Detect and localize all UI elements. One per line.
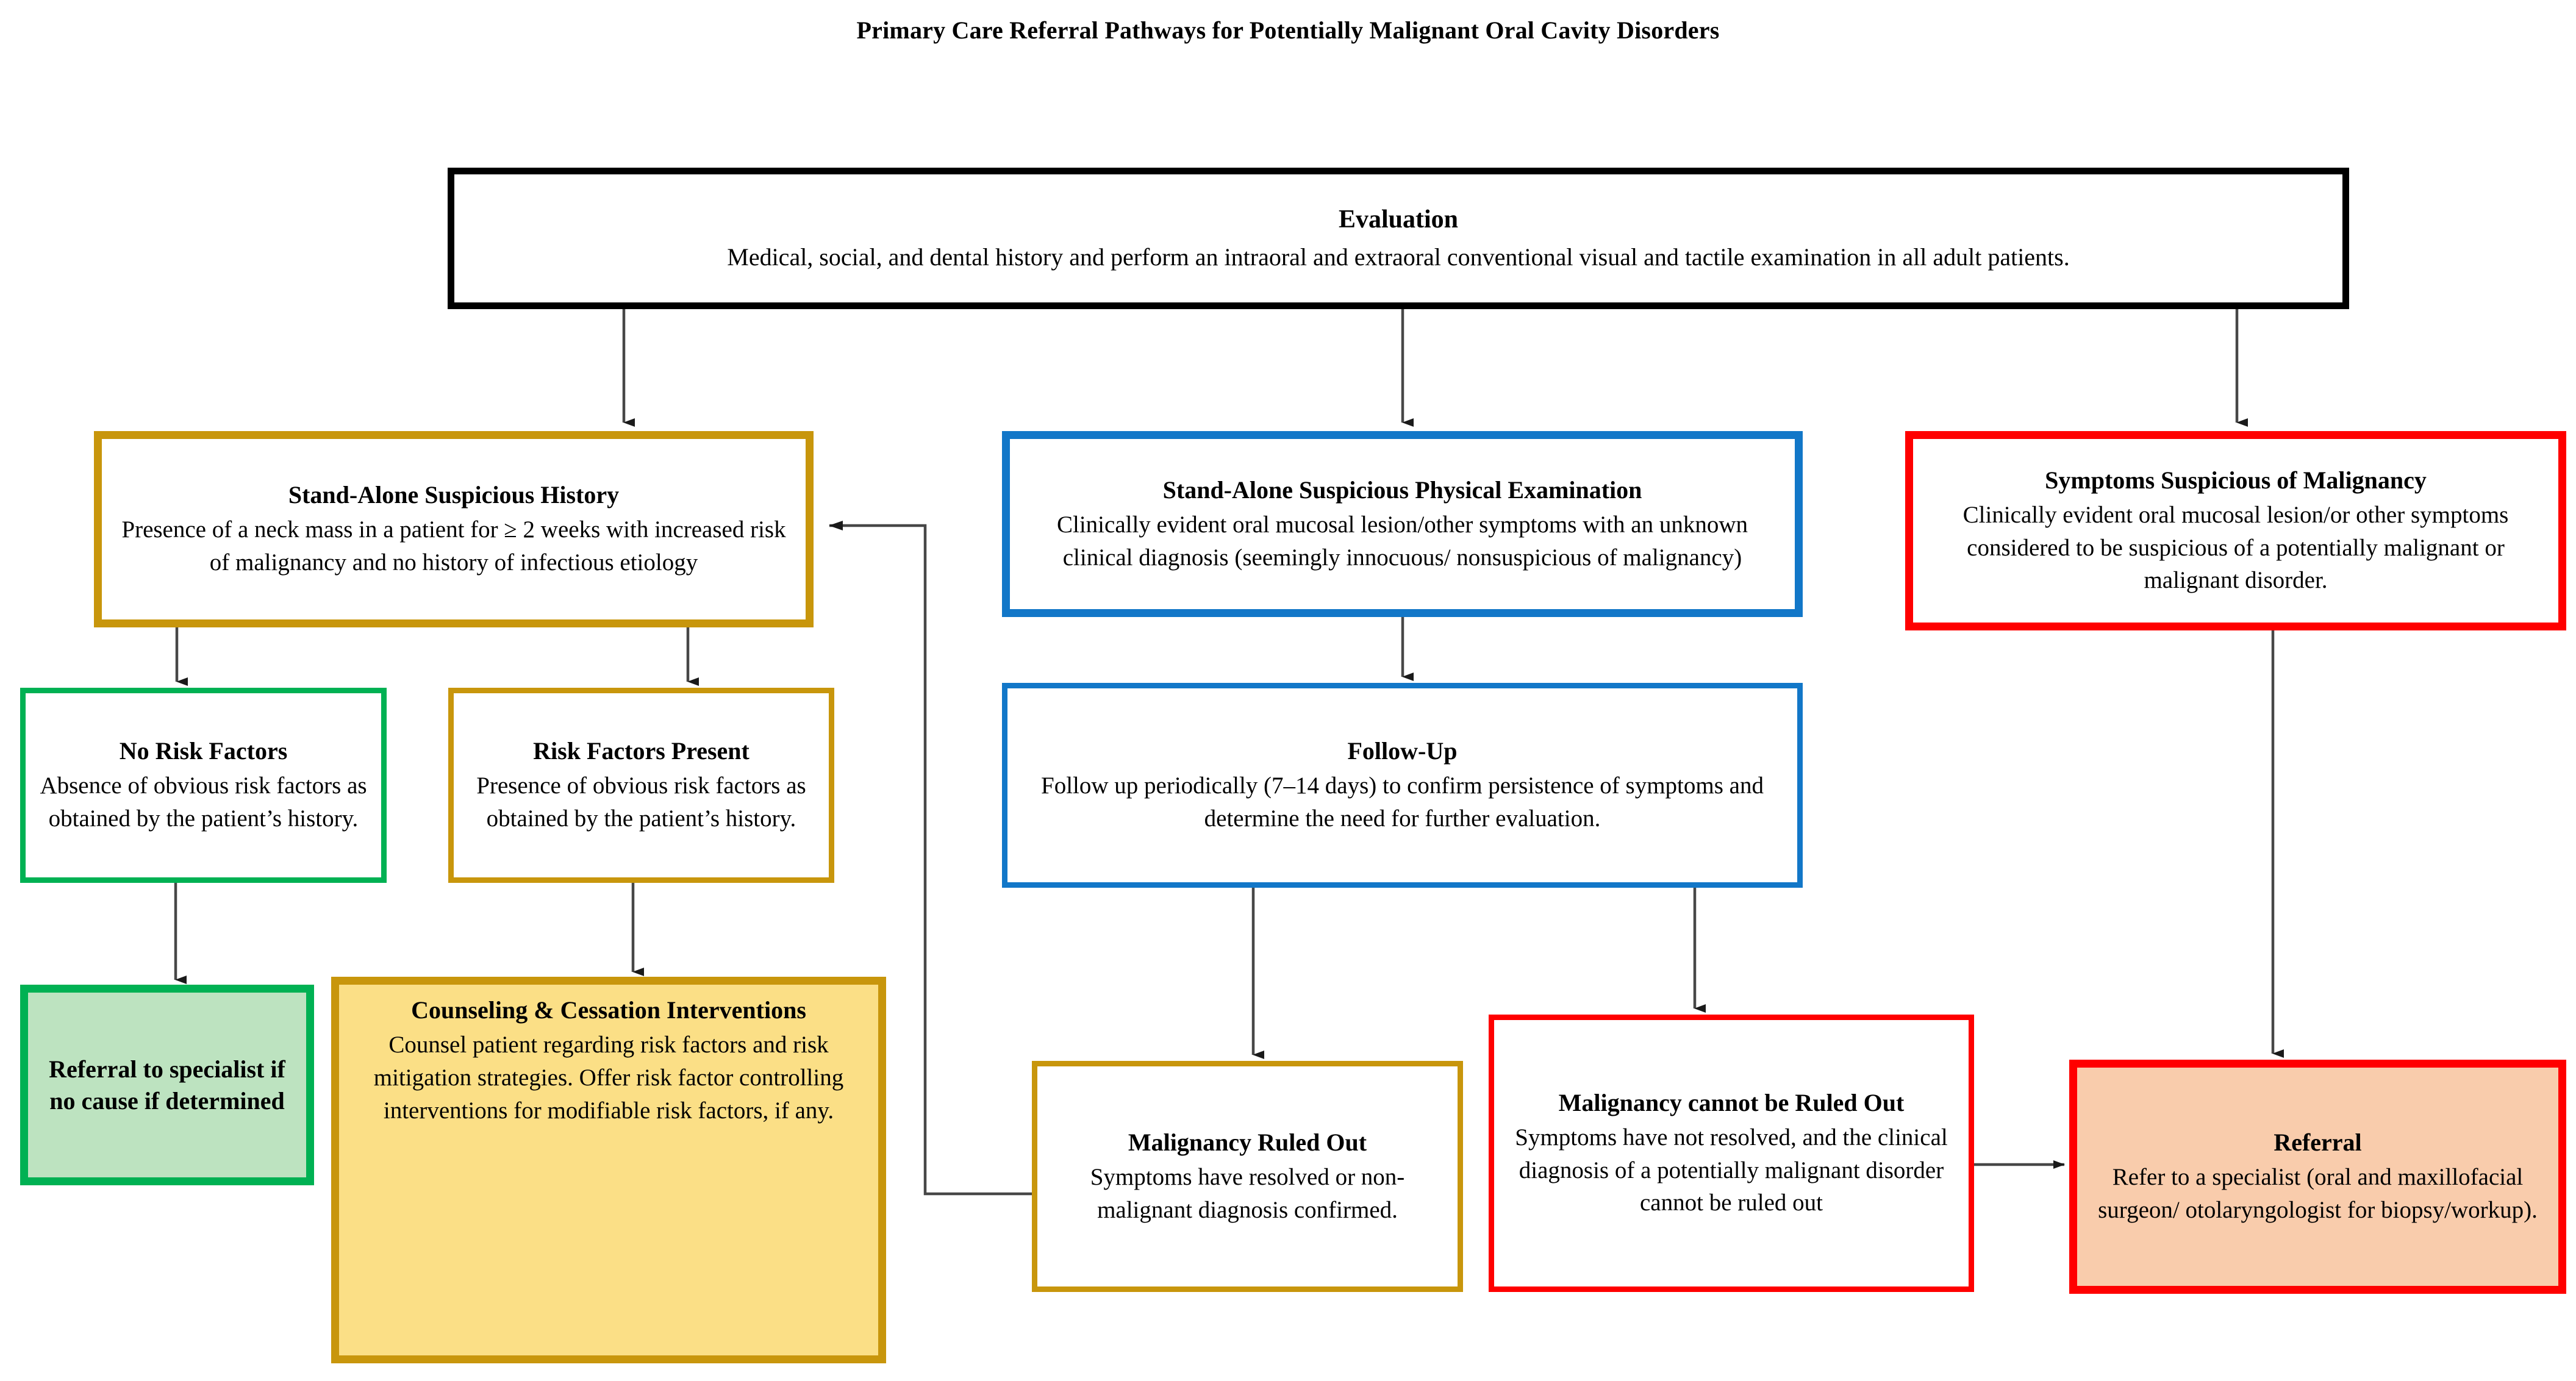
- node-history-title: Stand-Alone Suspicious History: [288, 481, 620, 509]
- node-symptoms-suspicious-of-malignancy[interactable]: Symptoms Suspicious of Malignancy Clinic…: [1905, 431, 2566, 630]
- node-malignancy-ruled-out[interactable]: Malignancy Ruled Out Symptoms have resol…: [1032, 1061, 1463, 1292]
- node-follow-up-body: Follow up periodically (7–14 days) to co…: [1041, 773, 1764, 832]
- node-evaluation-body: Medical, social, and dental history and …: [727, 243, 2070, 271]
- node-risk-factors-present-title: Risk Factors Present: [533, 737, 750, 765]
- node-counseling-and-cessation-interventions[interactable]: Counseling & Cessation Interventions Cou…: [331, 977, 886, 1363]
- node-physexam-title: Stand-Alone Suspicious Physical Examinat…: [1162, 476, 1642, 504]
- node-malignancy-cannot-be-ruled-out-body: Symptoms have not resolved, and the clin…: [1515, 1124, 1948, 1216]
- node-stand-alone-suspicious-history[interactable]: Stand-Alone Suspicious History Presence …: [94, 431, 814, 627]
- node-evaluation-title: Evaluation: [1338, 205, 1459, 234]
- node-referral-body: Refer to a specialist (oral and maxillof…: [2098, 1164, 2538, 1223]
- node-risk-factors-present-body: Presence of obvious risk factors as obta…: [476, 773, 806, 832]
- node-no-risk-factors-title: No Risk Factors: [119, 737, 288, 765]
- node-history-body: Presence of a neck mass in a patient for…: [121, 516, 786, 576]
- node-malignancy-cannot-be-ruled-out[interactable]: Malignancy cannot be Ruled Out Symptoms …: [1489, 1015, 1974, 1292]
- node-follow-up[interactable]: Follow-Up Follow up periodically (7–14 d…: [1002, 683, 1803, 888]
- node-symptoms-body: Clinically evident oral mucosal lesion/o…: [1962, 501, 2509, 594]
- node-referral-title: Referral: [2274, 1129, 2362, 1157]
- node-stand-alone-suspicious-physical-examination[interactable]: Stand-Alone Suspicious Physical Examinat…: [1002, 431, 1803, 617]
- node-risk-factors-present[interactable]: Risk Factors Present Presence of obvious…: [448, 688, 834, 883]
- node-malignancy-ruled-out-body: Symptoms have resolved or non-malignant …: [1090, 1163, 1405, 1223]
- node-physexam-body: Clinically evident oral mucosal lesion/o…: [1057, 511, 1748, 571]
- node-referral[interactable]: Referral Refer to a specialist (oral and…: [2069, 1060, 2566, 1294]
- node-malignancy-cannot-be-ruled-out-title: Malignancy cannot be Ruled Out: [1558, 1088, 1905, 1116]
- node-referral-no-cause-title: Referral to specialist if no cause if de…: [49, 1055, 285, 1115]
- node-counseling-body: Counsel patient regarding risk factors a…: [373, 1032, 844, 1124]
- page-title: Primary Care Referral Pathways for Poten…: [856, 16, 1720, 44]
- node-malignancy-ruled-out-title: Malignancy Ruled Out: [1128, 1128, 1367, 1156]
- node-follow-up-title: Follow-Up: [1347, 737, 1458, 765]
- node-no-risk-factors[interactable]: No Risk Factors Absence of obvious risk …: [20, 688, 387, 883]
- node-no-risk-factors-body: Absence of obvious risk factors as obtai…: [40, 773, 367, 832]
- node-counseling-title: Counseling & Cessation Interventions: [411, 996, 806, 1024]
- node-referral-to-specialist-if-no-cause-determined[interactable]: Referral to specialist if no cause if de…: [20, 985, 314, 1185]
- node-evaluation[interactable]: Evaluation Medical, social, and dental h…: [448, 168, 2349, 309]
- node-symptoms-title: Symptoms Suspicious of Malignancy: [2045, 466, 2427, 494]
